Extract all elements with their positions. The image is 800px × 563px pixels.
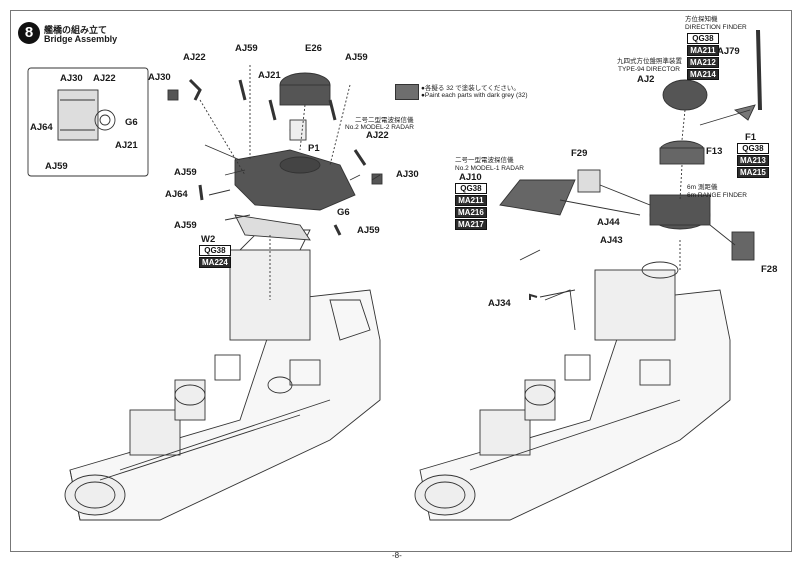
part-label-f29: F29 [571,148,588,159]
inset-label-aj30: AJ30 [60,73,83,84]
right-hull-drawing [414,261,731,521]
color-codes-aj79: QG38 MA211 MA212 MA214 [687,33,719,81]
color-code: MA217 [455,219,487,230]
paint-note-jp: ●各擬る 32 で塗装してください。 [421,85,520,92]
step-title-jp: 艦橋の組み立て [44,25,108,35]
color-code: MA216 [455,207,487,218]
part-label-aj10: AJ10 [459,172,482,183]
part-label-p1: P1 [308,143,320,154]
caption-radar2-en: No.2 MODEL-2 RADAR [345,124,414,131]
part-label-e26: E26 [305,43,322,54]
color-code: MA211 [687,45,719,56]
caption-radar2-jp: 二号二型電波探信儀 [355,117,414,124]
inset-label-aj59: AJ59 [45,161,68,172]
caption-director-jp: 九四式方位盤照準装置 [617,58,682,65]
part-label-f28: F28 [761,264,778,275]
caption-rf-jp: 6m 測距儀 [687,184,718,191]
paint-note-en: ●Paint each parts with dark grey (32) [421,92,528,99]
part-label-aj34: AJ34 [488,298,511,309]
part-label-aj64: AJ64 [165,189,188,200]
color-code: MA214 [687,69,719,80]
caption-director-en: TYPE-94 DIRECTOR [618,66,681,73]
part-label-aj79: AJ79 [717,46,740,57]
inset-label-g6: G6 [125,117,138,128]
part-label-g6: G6 [337,207,350,218]
part-label-aj59-right: AJ59 [345,52,368,63]
caption-df-jp: 方位探知機 [685,16,718,23]
color-code: QG38 [455,183,487,194]
step-number-badge: 8 [18,22,40,44]
color-code: MA211 [455,195,487,206]
part-label-aj59-lower: AJ59 [357,225,380,236]
caption-rf-en: 6m RANGE FINDER [687,192,747,199]
inset-label-aj21: AJ21 [115,140,138,151]
part-label-aj30-left: AJ30 [148,72,171,83]
part-label-aj59-left: AJ59 [174,167,197,178]
caption-radar1-jp: 二号一型電波探信儀 [455,157,514,164]
part-label-f13: F13 [706,146,723,157]
color-codes-aj10: QG38 MA211 MA216 MA217 [455,183,487,231]
part-label-aj59-bottom: AJ59 [174,220,197,231]
color-code: QG38 [687,33,719,44]
part-label-aj59-top: AJ59 [235,43,258,54]
part-label-aj43: AJ43 [600,235,623,246]
dark-grey-swatch [395,84,419,100]
color-code: MA215 [737,167,769,178]
part-label-w2: W2 [201,234,216,245]
step-title-en: Bridge Assembly [44,34,118,44]
right-exploded-parts [499,29,762,300]
part-label-aj22-right: AJ22 [366,130,389,141]
caption-df-en: DIRECTION FINDER [685,24,747,31]
part-label-aj22-top: AJ22 [183,52,206,63]
part-label-aj30-right: AJ30 [396,169,419,180]
color-code: MA213 [737,155,769,166]
inset-label-aj64: AJ64 [30,122,53,133]
page-number: -8- [392,551,402,560]
part-label-aj21-top: AJ21 [258,70,281,81]
color-code: QG38 [199,245,231,256]
color-code: QG38 [737,143,769,154]
left-hull-drawing [64,229,381,521]
color-codes-f1: QG38 MA213 MA215 [737,143,769,179]
part-label-aj2: AJ2 [637,74,655,85]
part-label-aj44: AJ44 [597,217,620,228]
inset-detail [27,67,149,177]
page-frame [10,10,792,552]
color-codes-w2: QG38 MA224 [199,245,231,269]
left-exploded-parts [167,65,383,300]
part-label-f1: F1 [745,132,757,143]
color-code: MA224 [199,257,231,268]
color-code: MA212 [687,57,719,68]
caption-radar1-en: No.2 MODEL-1 RADAR [455,165,524,172]
inset-label-aj22: AJ22 [93,73,116,84]
